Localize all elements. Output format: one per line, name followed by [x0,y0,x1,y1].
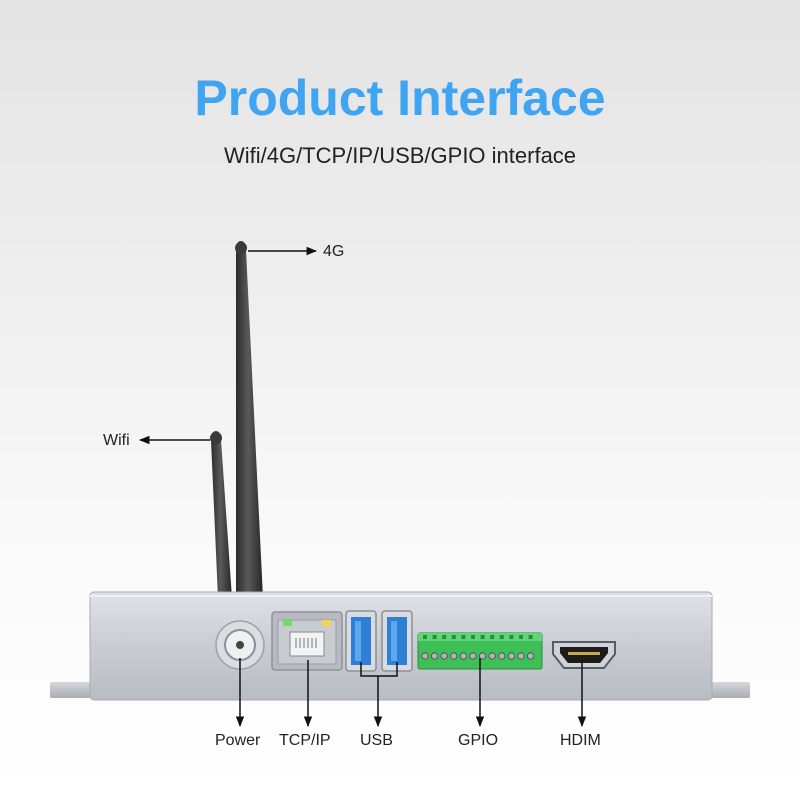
gpio-screw [488,652,496,660]
ethernet-port [271,611,343,671]
hdmi-port [552,641,616,669]
label-power: Power [215,732,261,749]
gpio-pin-slot [451,635,456,639]
gpio-screw [469,652,477,660]
gpio-terminal [417,632,543,670]
gpio-screw [421,652,429,660]
gpio-screw [440,652,448,660]
gpio-pin-slot [480,635,485,639]
usb-ports [345,610,413,672]
wifi-antenna [210,431,232,598]
gpio-pin-slot [423,635,427,639]
gpio-screw [430,652,439,660]
4g-antenna [235,241,263,598]
label-hdmi: HDIM [560,732,601,749]
gpio-pin-slot [432,635,437,639]
label-gpio: GPIO [458,732,499,749]
gpio-pin-slot [471,635,475,639]
gpio-pin-slot [509,635,514,639]
label-usb: USB [360,732,393,749]
gpio-screw [507,652,515,660]
gpio-screw [450,652,458,660]
label-tcpip: TCP/IP [279,732,331,749]
page-subtitle: Wifi/4G/TCP/IP/USB/GPIO interface [223,143,577,168]
page-title: Product Interface [194,70,606,126]
gpio-pin-slot [490,635,495,639]
gpio-pin-slot [442,635,447,639]
gpio-pin-slot [519,635,523,639]
gpio-pin-slot [461,635,466,639]
label-4g: 4G [323,243,345,260]
ethernet-led-green [283,620,292,626]
gpio-screw [478,652,487,660]
gpio-screw [517,652,525,660]
callout-lines [138,246,587,728]
ethernet-led-yellow [322,620,331,626]
gpio-pin-slot [528,635,533,639]
gpio-pin-slot [499,635,504,639]
gpio-screw [526,652,535,660]
gpio-screw [459,652,467,660]
label-wifi: Wifi [103,432,130,449]
gpio-screw [498,652,506,660]
